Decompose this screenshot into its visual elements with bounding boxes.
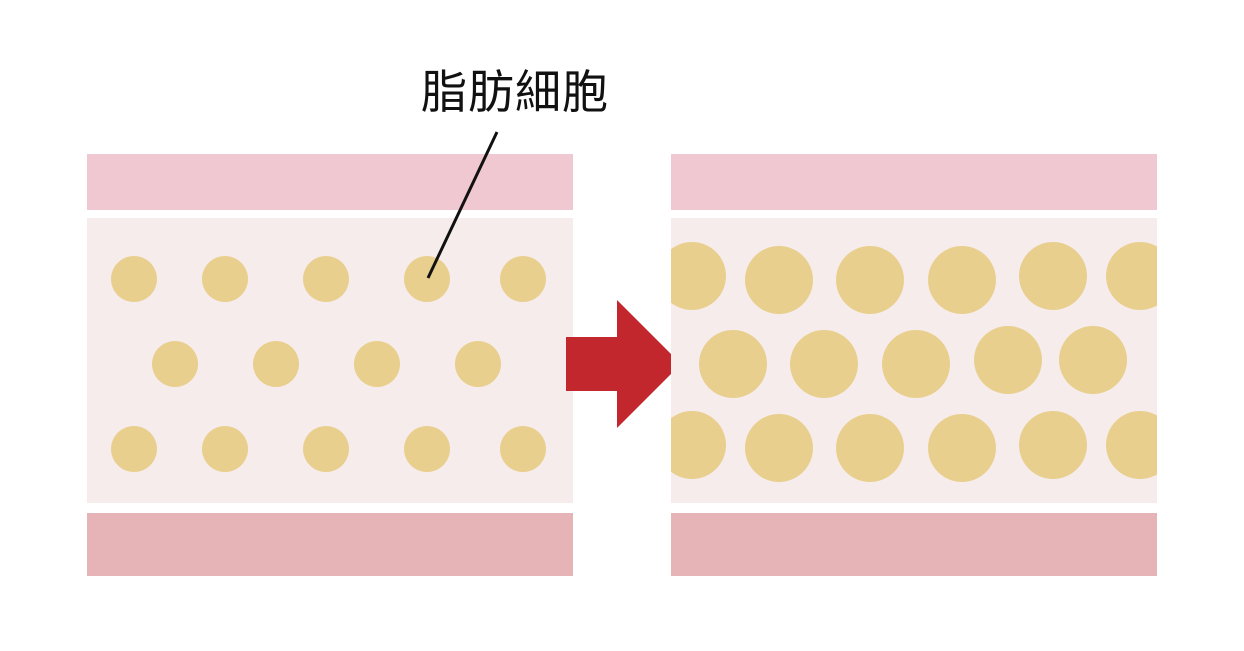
fat-cell: [253, 341, 299, 387]
fat-cell: [671, 411, 726, 479]
fat-cell: [202, 256, 248, 302]
fat-cell: [303, 256, 349, 302]
after-panel: [671, 154, 1157, 576]
fat-cell: [303, 426, 349, 472]
before-panel: [87, 154, 573, 576]
fat-cell: [671, 242, 726, 310]
fat-cell: [404, 426, 450, 472]
fat-cell: [974, 326, 1042, 394]
fat-cell: [1106, 242, 1157, 310]
fat-cell: [882, 330, 950, 398]
small-fat-cells: [111, 256, 546, 472]
fat-cell: [111, 426, 157, 472]
fat-cell: [152, 341, 198, 387]
fat-cell-label: 脂肪細胞: [421, 65, 609, 119]
fat-cell: [699, 330, 767, 398]
fat-cell: [500, 426, 546, 472]
enlarged-fat-cells: [671, 242, 1157, 482]
fat-cell: [1019, 242, 1087, 310]
arrow-right-icon: [566, 300, 681, 428]
muscle-layer-bottom: [87, 513, 573, 576]
fat-cell: [928, 246, 996, 314]
fat-cell: [455, 341, 501, 387]
fat-cell: [836, 246, 904, 314]
leader-line: [426, 131, 499, 279]
fat-cell: [1059, 326, 1127, 394]
fat-cell: [404, 256, 450, 302]
fat-cell: [836, 414, 904, 482]
fat-cell: [745, 414, 813, 482]
fat-cell: [928, 414, 996, 482]
fat-cell: [202, 426, 248, 472]
fat-cell: [500, 256, 546, 302]
fat-cell: [354, 341, 400, 387]
muscle-layer-bottom: [671, 513, 1157, 576]
fat-cell: [745, 246, 813, 314]
skin-layer-top: [87, 154, 573, 210]
skin-layer-top: [671, 154, 1157, 210]
fat-cell: [1019, 411, 1087, 479]
fat-cell: [790, 330, 858, 398]
fat-cell: [1106, 411, 1157, 479]
fat-cell: [111, 256, 157, 302]
